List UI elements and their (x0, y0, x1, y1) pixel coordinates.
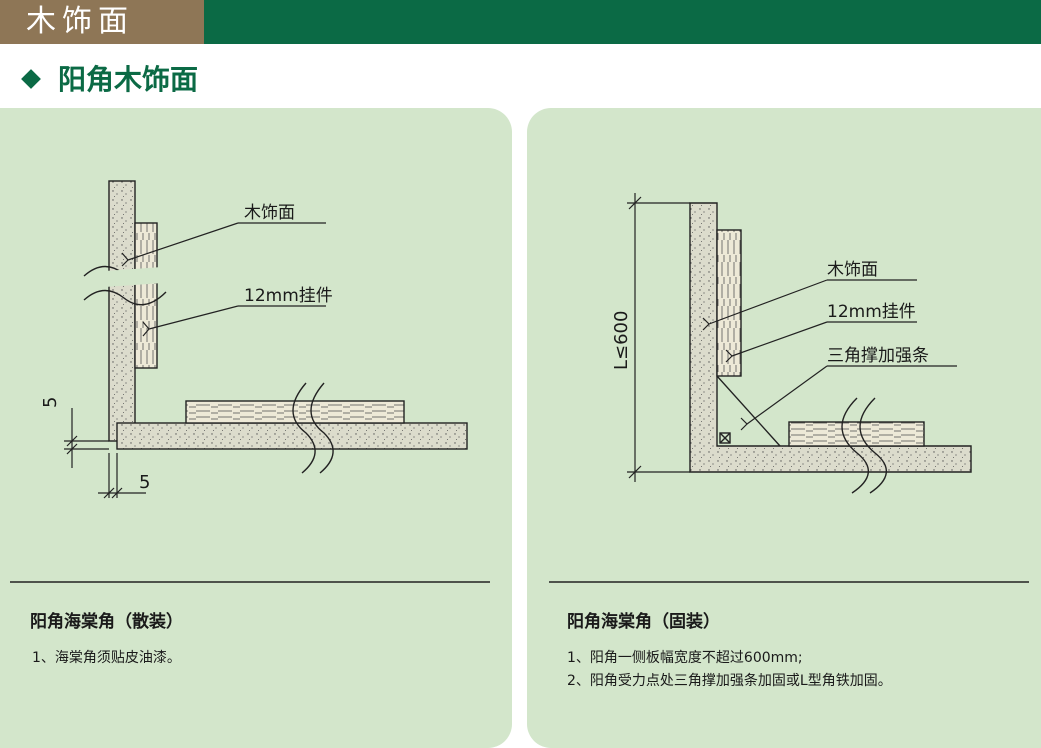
right-note-1: 1、阳角一侧板幅宽度不超过600mm; (567, 650, 803, 666)
right-diagram: 木饰面 12mm挂件 三角撑加强条 L≤600 (549, 193, 1029, 583)
left-diagram: 木饰面 12mm挂件 5 5 (10, 180, 490, 583)
label-wood-veneer: 木饰面 (244, 203, 295, 223)
veneer-strip (716, 229, 742, 377)
label-hanger: 12mm挂件 (827, 302, 916, 322)
right-panel: 木饰面 12mm挂件 三角撑加强条 L≤600 阳角海棠角（固装） 1、阳角一侧… (527, 108, 1041, 748)
diamond-bullet-icon (21, 69, 41, 89)
left-panel: 木饰面 12mm挂件 5 5 阳角海棠角（散装） 1、海棠角须贴皮油漆。 (0, 108, 512, 748)
veneer-strip (134, 222, 158, 369)
right-note-2: 2、阳角受力点处三角撑加强条加固或L型角铁加固。 (567, 673, 892, 689)
label-wood-veneer: 木饰面 (827, 260, 878, 280)
label-brace: 三角撑加强条 (827, 346, 929, 366)
dim-width-limit: L≤600 (611, 311, 632, 370)
header-tab: 木饰面 (0, 0, 204, 44)
label-hanger: 12mm挂件 (244, 286, 333, 306)
right-caption: 阳角海棠角（固装） (567, 612, 720, 632)
left-note-1: 1、海棠角须贴皮油漆。 (32, 650, 181, 666)
section-title-text: 阳角木饰面 (58, 63, 199, 96)
left-caption: 阳角海棠角（散装） (30, 612, 183, 632)
dim-vertical: 5 (40, 397, 61, 408)
dim-horizontal: 5 (139, 472, 150, 493)
vertical-board (108, 180, 136, 442)
floor-veneer (788, 421, 925, 447)
floor-board (116, 422, 468, 450)
header-title: 木饰面 (26, 4, 134, 39)
section-title: 阳角木饰面 (14, 60, 198, 100)
